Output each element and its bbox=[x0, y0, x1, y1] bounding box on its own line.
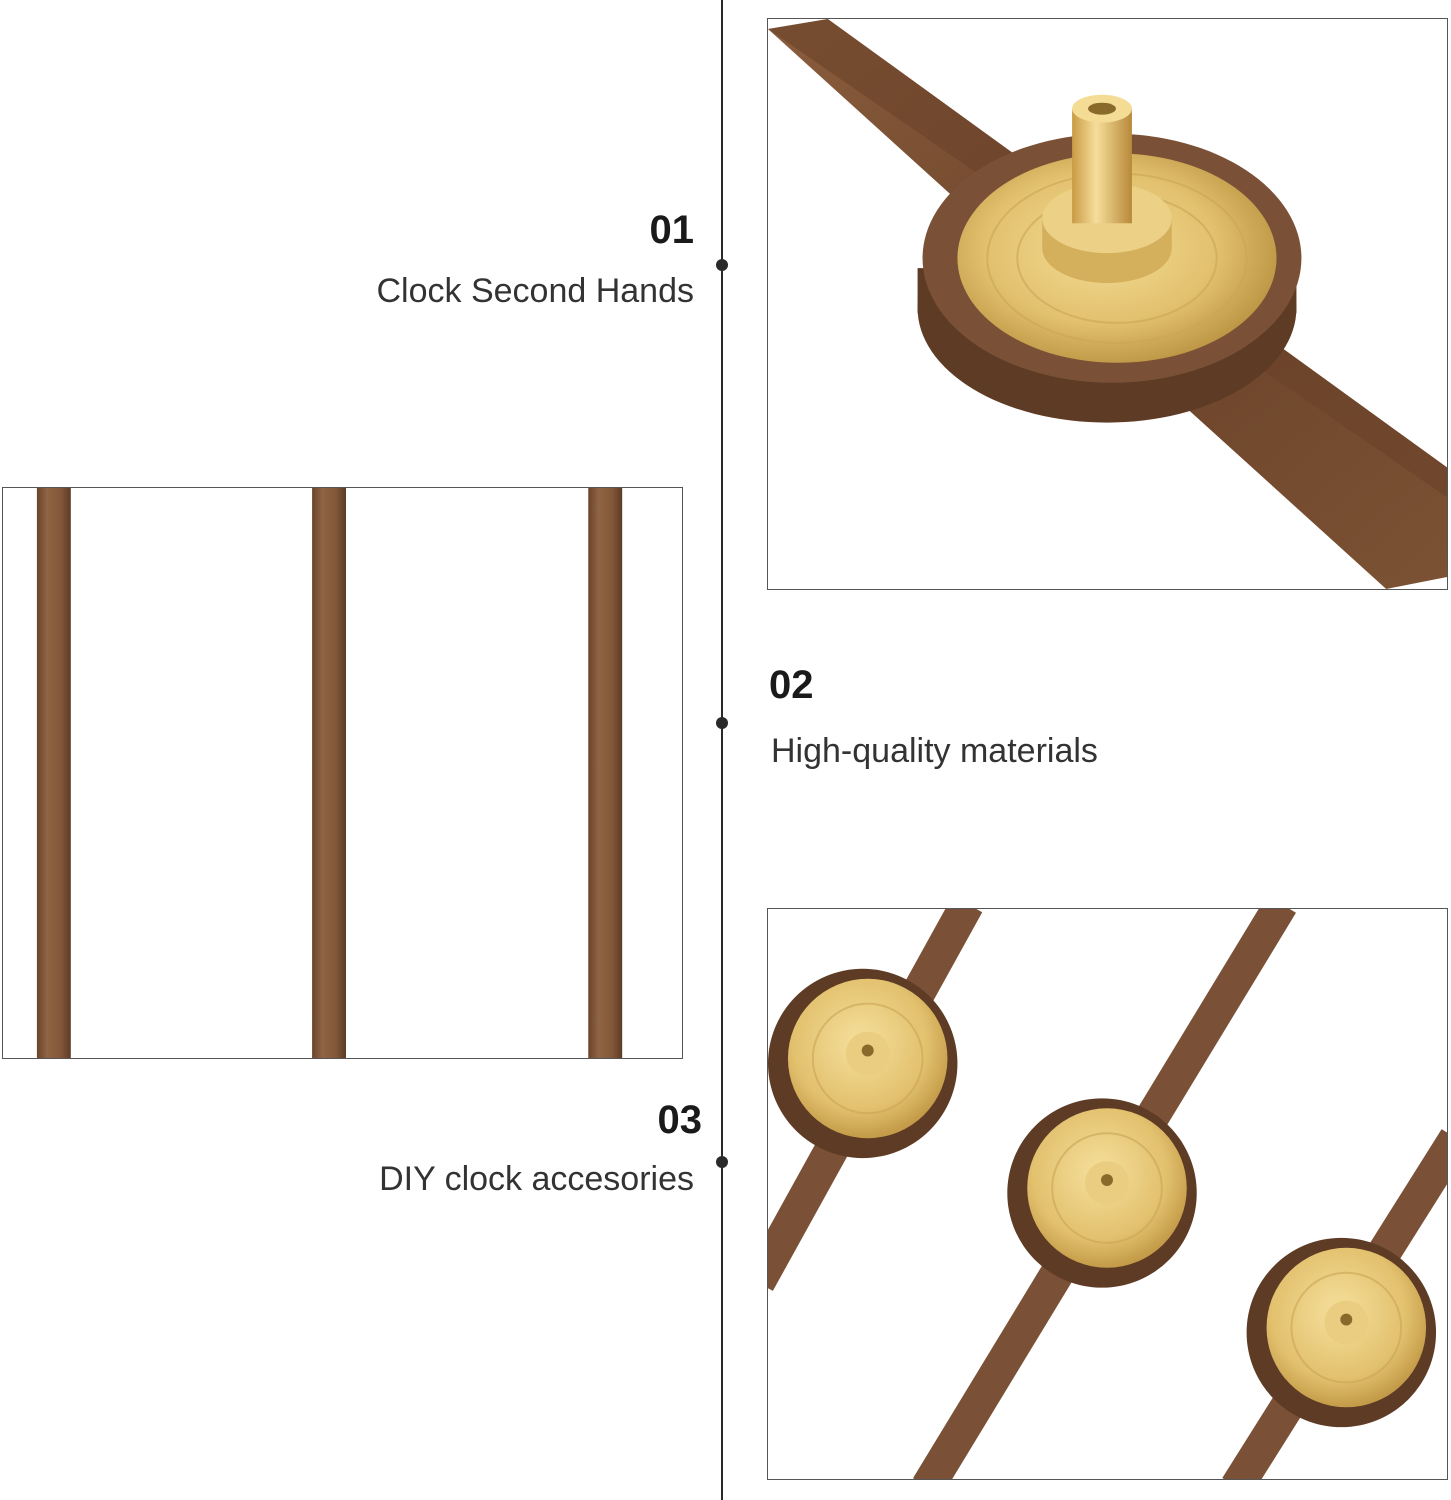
three-hubs-image bbox=[767, 908, 1448, 1480]
timeline-dot-2 bbox=[716, 717, 728, 729]
feature-caption-1: Clock Second Hands bbox=[376, 272, 694, 310]
feature-caption-3: DIY clock accesories bbox=[379, 1160, 694, 1198]
timeline-dot-1 bbox=[716, 259, 728, 271]
brass-hub-closeup-image bbox=[767, 18, 1448, 590]
feature-number-2: 02 bbox=[769, 663, 814, 707]
timeline-dot-3 bbox=[716, 1156, 728, 1168]
three-wooden-hands-image bbox=[2, 487, 683, 1059]
feature-number-3: 03 bbox=[657, 1098, 703, 1142]
feature-caption-2: High-quality materials bbox=[771, 732, 1098, 770]
feature-number-1: 01 bbox=[649, 208, 695, 252]
timeline-line bbox=[721, 0, 723, 1500]
